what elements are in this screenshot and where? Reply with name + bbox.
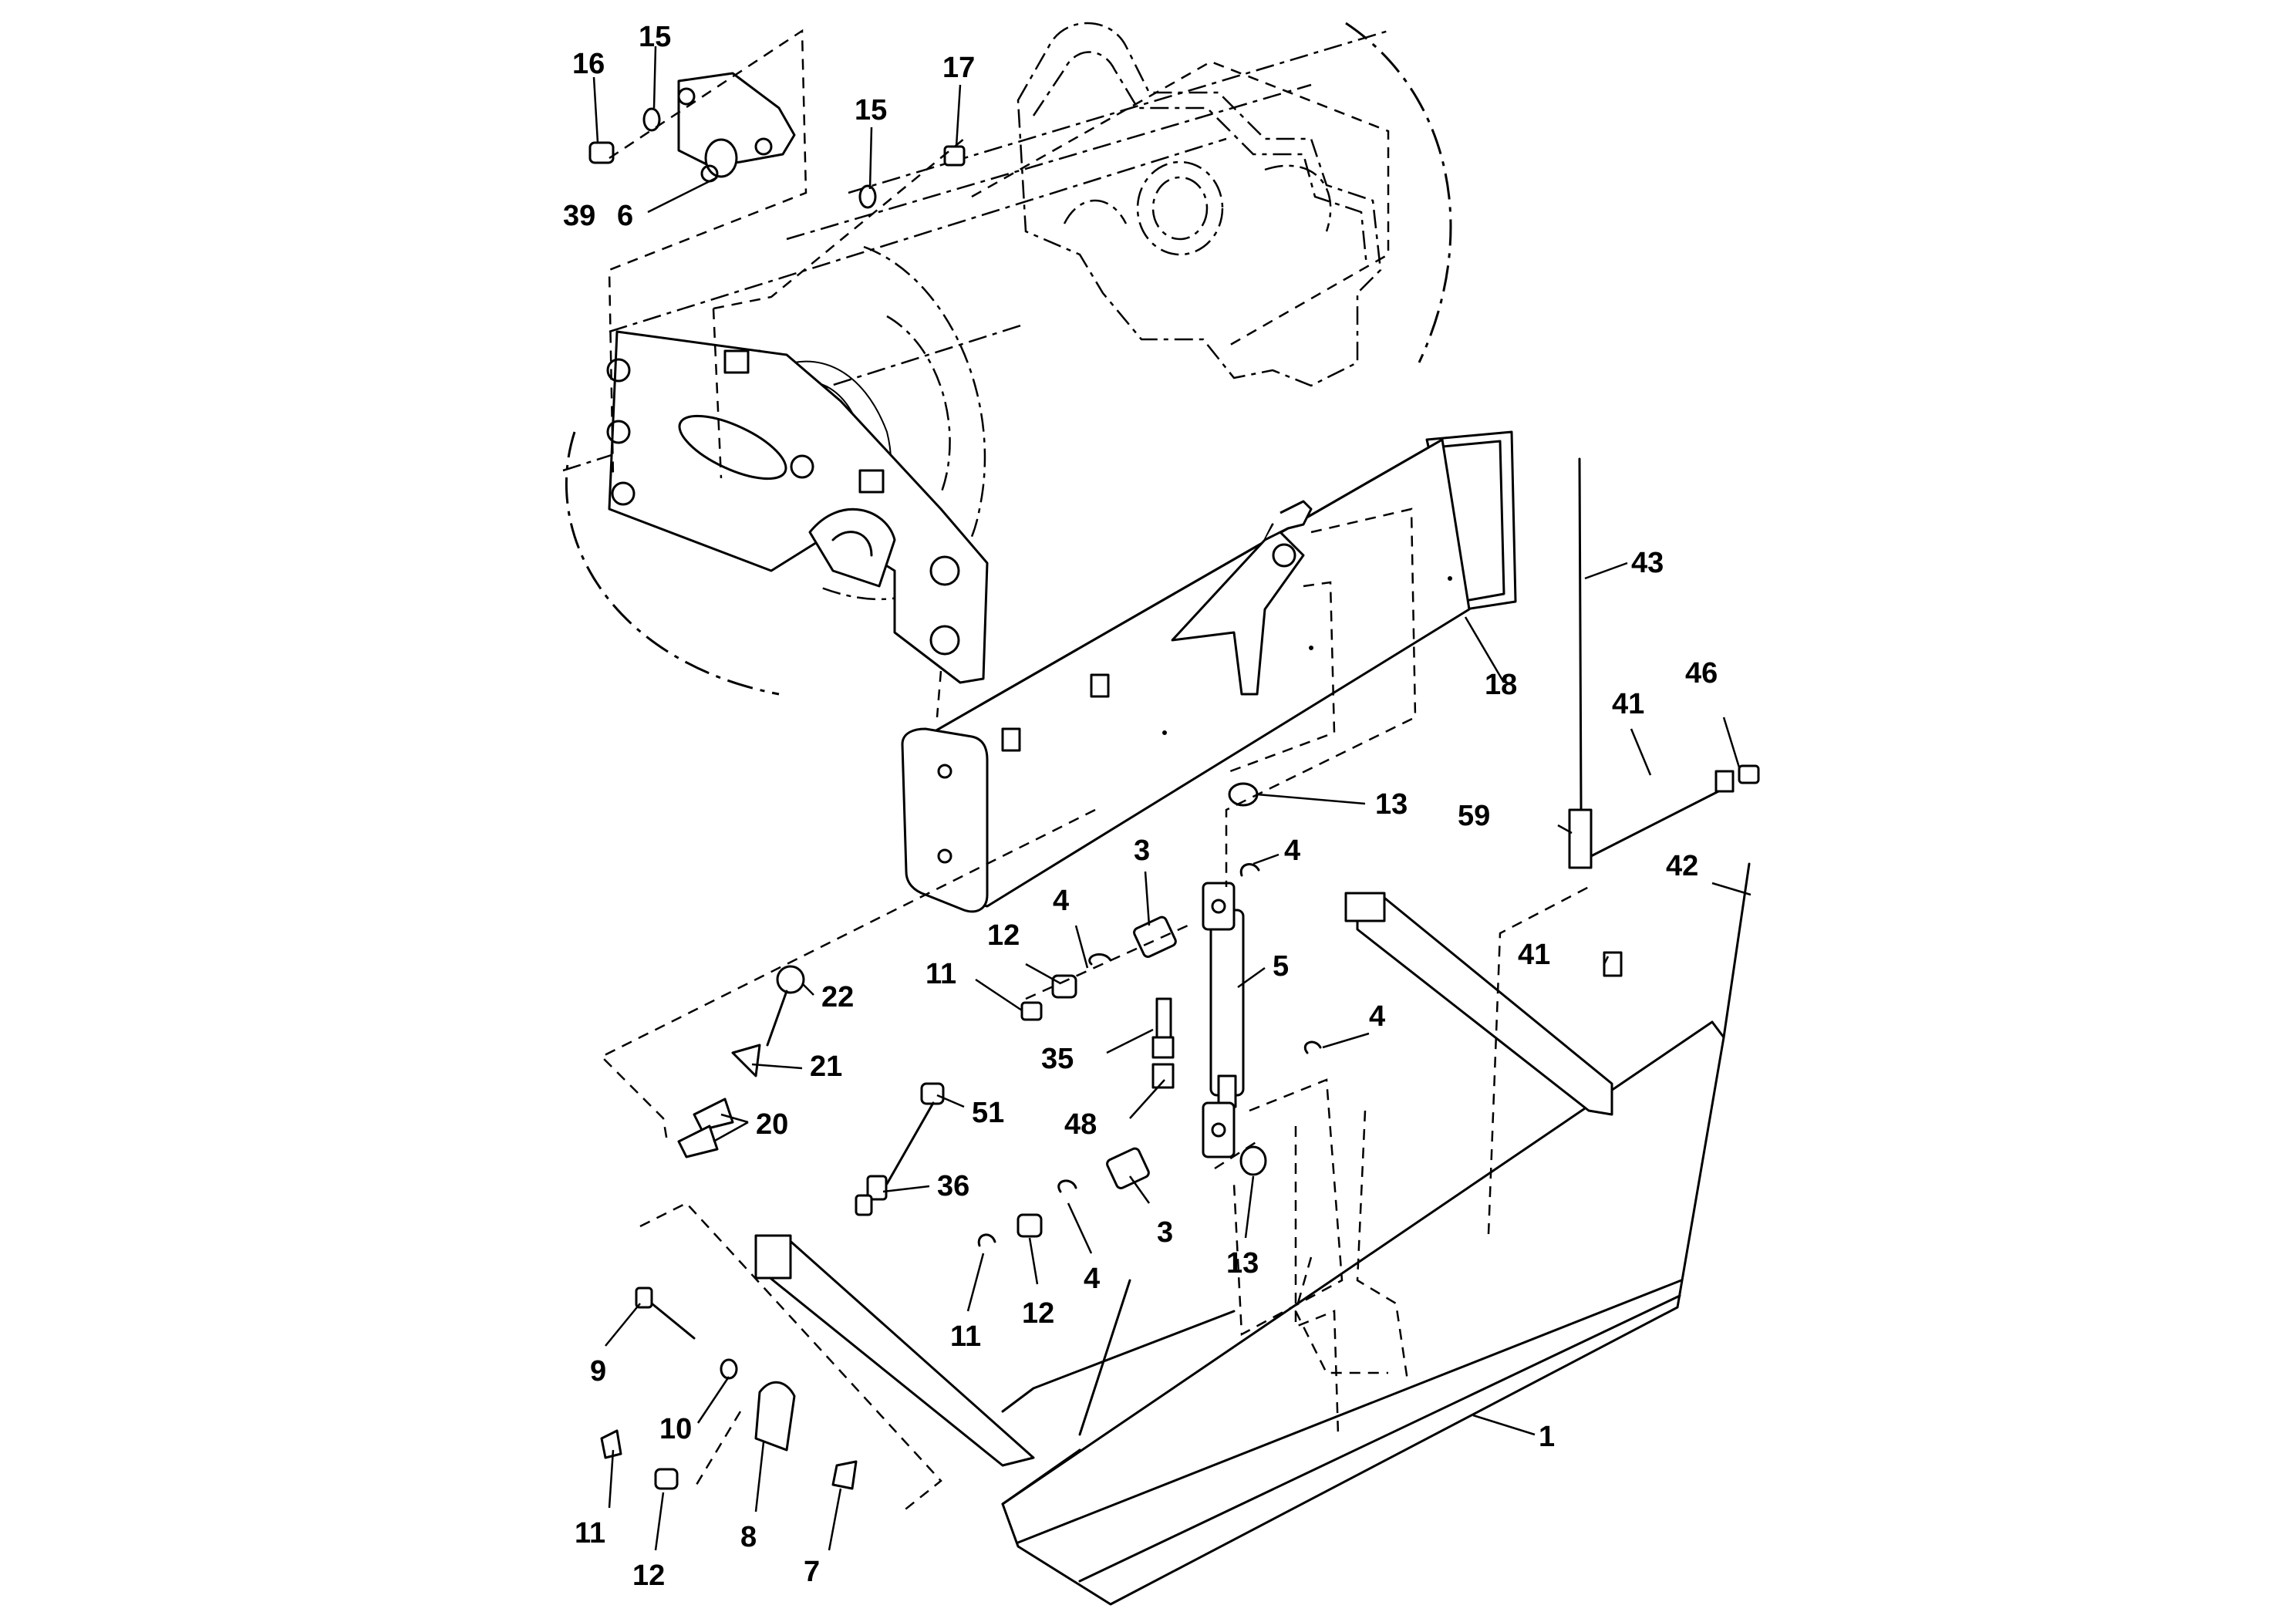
callout-7: 7 [804, 1556, 820, 1588]
callout-4: 4 [1053, 885, 1069, 917]
callout-9: 9 [590, 1355, 606, 1388]
callout-4: 4 [1084, 1263, 1100, 1295]
callout-11: 11 [575, 1517, 605, 1549]
callout-41: 41 [1518, 939, 1550, 971]
hydraulic-cylinder [1151, 882, 1245, 1158]
callout-labels: 16 15 15 17 39 6 43 18 41 46 13 59 42 3 … [563, 21, 1718, 1592]
callout-15: 15 [855, 94, 887, 126]
callout-46: 46 [1685, 657, 1718, 690]
upper-pin-group [1020, 782, 1260, 1021]
callout-13: 13 [1375, 788, 1408, 821]
mount-plate [606, 330, 989, 684]
callout-11: 11 [925, 958, 956, 990]
callout-12: 12 [632, 1560, 665, 1592]
callout-39: 39 [563, 200, 595, 232]
blade-frame [754, 892, 1613, 1467]
cross-tube [901, 430, 1517, 913]
callout-5: 5 [1273, 950, 1289, 983]
callout-17: 17 [942, 52, 975, 84]
lower-pin-group [977, 1040, 1322, 1247]
callout-15: 15 [639, 21, 671, 53]
drum-end-bracket-hidden [1017, 22, 1382, 387]
callout-10: 10 [659, 1413, 692, 1445]
rod-end-hardware [677, 965, 805, 1158]
callout-13: 13 [1226, 1247, 1259, 1280]
callout-4: 4 [1284, 835, 1300, 867]
callout-36: 36 [937, 1170, 969, 1202]
leader-lines [592, 46, 1752, 1551]
callout-51: 51 [972, 1097, 1004, 1129]
callout-21: 21 [810, 1050, 842, 1083]
callout-12: 12 [987, 919, 1020, 952]
guide-rod [1568, 457, 1760, 977]
callout-48: 48 [1064, 1108, 1097, 1141]
callout-35: 35 [1041, 1043, 1074, 1075]
callout-6: 6 [617, 200, 633, 232]
callout-12: 12 [1022, 1297, 1054, 1330]
callout-3: 3 [1134, 835, 1150, 867]
callout-43: 43 [1631, 547, 1664, 579]
callout-3: 3 [1157, 1216, 1173, 1249]
callout-42: 42 [1666, 850, 1698, 882]
callout-41: 41 [1612, 688, 1644, 720]
pivot-hardware-top [588, 72, 966, 209]
blade [1001, 862, 1751, 1606]
assembly-centerlines [599, 29, 1590, 1512]
callout-4: 4 [1369, 1000, 1385, 1033]
callout-59: 59 [1458, 800, 1490, 832]
callout-8: 8 [740, 1521, 757, 1553]
callout-16: 16 [572, 48, 605, 80]
hinge-hardware-bottom [600, 1286, 858, 1490]
hydraulic-fittings [855, 1082, 945, 1216]
callout-11: 11 [950, 1320, 981, 1353]
callout-18: 18 [1485, 669, 1517, 701]
callout-22: 22 [821, 981, 854, 1013]
callout-20: 20 [756, 1108, 788, 1141]
callout-1: 1 [1539, 1421, 1555, 1453]
